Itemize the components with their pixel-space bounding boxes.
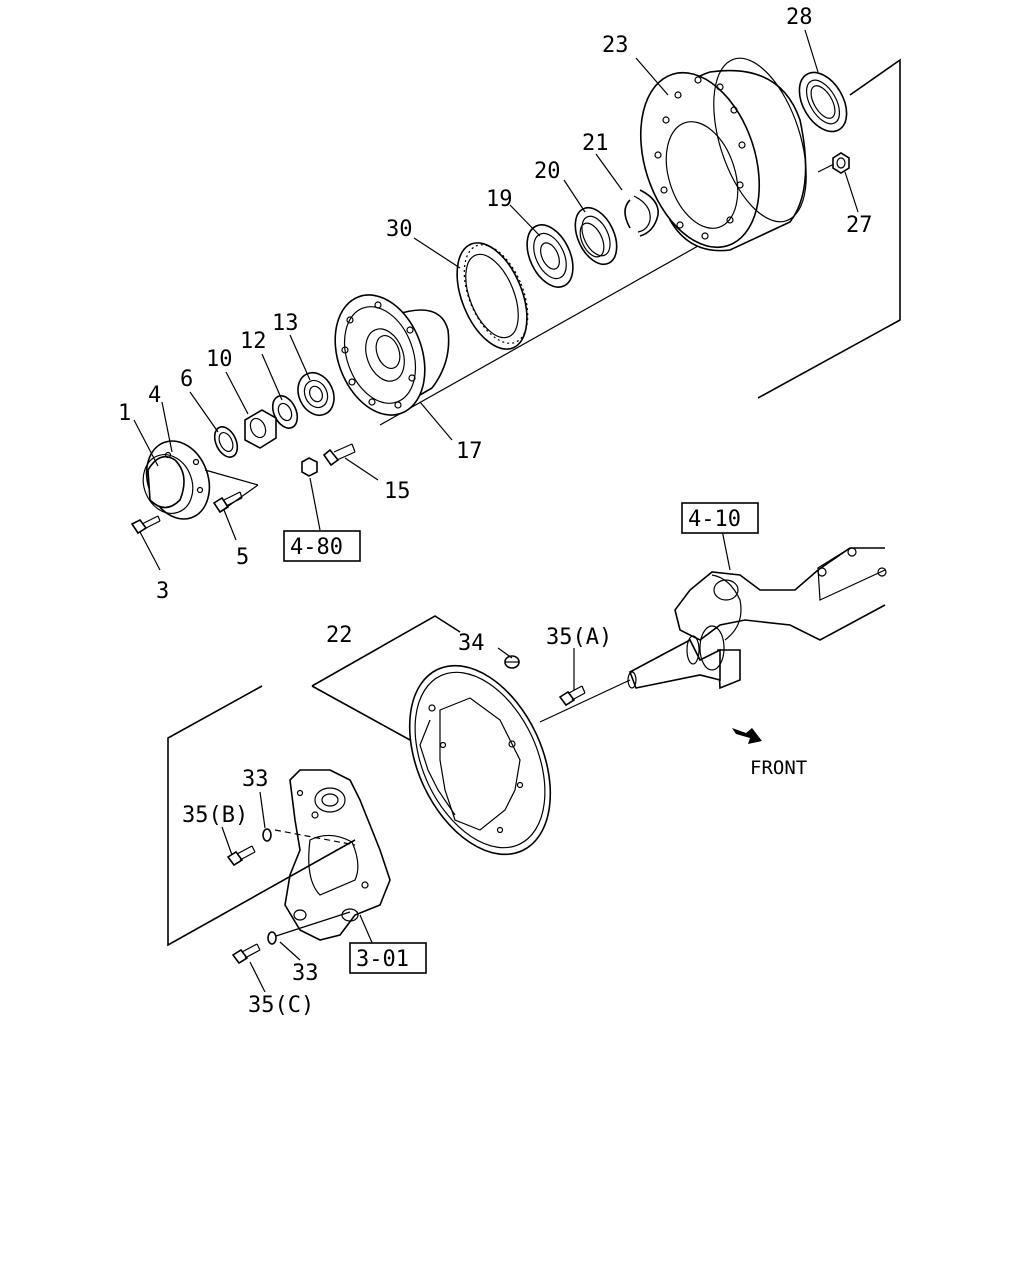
callout-28: 28 (786, 5, 813, 30)
hub-bolt-15[interactable] (322, 443, 356, 467)
bolt-35a[interactable] (558, 685, 586, 707)
callout-35b: 35(B) (182, 803, 248, 828)
callout-20: 20 (534, 159, 561, 184)
washer-33-lower[interactable] (267, 931, 277, 945)
leader-lines-bottom (221, 529, 731, 993)
ref-label-4-80: 4-80 (290, 535, 343, 560)
snap-ring-21[interactable] (624, 189, 659, 237)
callout-10: 10 (206, 347, 233, 372)
callout-30: 30 (386, 217, 413, 242)
callout-5: 5 (236, 545, 249, 570)
bolt-35b[interactable] (226, 845, 256, 867)
callout-19: 19 (486, 187, 513, 212)
callout-17: 17 (456, 439, 483, 464)
callout-4: 4 (148, 383, 161, 408)
bearing-cup-20[interactable] (567, 201, 625, 271)
bolt-line-lower (275, 911, 351, 937)
brake-group-bracket (311, 615, 461, 741)
nut-27[interactable] (832, 152, 850, 174)
hub-nut-4-80[interactable] (301, 457, 318, 477)
hub-axis-line (379, 227, 731, 426)
bearing-13[interactable] (291, 367, 340, 421)
bolt-line-upper (274, 829, 356, 846)
ref-box-4-80[interactable]: 4-80 (283, 530, 361, 562)
front-direction-label: FRONT (750, 757, 807, 779)
callout-15: 15 (384, 479, 411, 504)
bolt-35c[interactable] (231, 943, 261, 965)
ref-label-4-10: 4-10 (688, 507, 741, 532)
spindle-axis (539, 679, 631, 723)
callout-12: 12 (240, 329, 267, 354)
callout-13: 13 (272, 311, 299, 336)
roller-bearing-19[interactable] (518, 218, 582, 295)
ref-label-3-01: 3-01 (356, 947, 409, 972)
callout-27: 27 (846, 213, 873, 238)
ref-box-4-10[interactable]: 4-10 (681, 502, 759, 534)
axle-beam[interactable] (674, 547, 887, 690)
oil-seal-28[interactable] (790, 64, 857, 139)
backing-plate-22[interactable] (382, 643, 579, 877)
callout-labels: 1 4 6 10 12 13 3 5 15 17 30 19 20 21 23 … (118, 5, 873, 1018)
callout-35a: 35(A) (546, 625, 612, 650)
ref-box-3-01[interactable]: 3-01 (349, 942, 427, 974)
hub-group-bracket (757, 58, 901, 399)
callout-3: 3 (156, 579, 169, 604)
wheel-hub-17[interactable] (319, 282, 450, 427)
callout-34: 34 (458, 631, 485, 656)
callout-21: 21 (582, 131, 609, 156)
lock-nut-10[interactable] (244, 409, 277, 449)
brake-anchor-bracket[interactable] (284, 769, 391, 941)
callout-35c: 35(C) (248, 993, 314, 1018)
front-arrow-icon (732, 728, 762, 744)
bolt-3[interactable] (130, 515, 161, 535)
brake-drum-23[interactable] (620, 47, 824, 263)
callout-6: 6 (180, 367, 193, 392)
callout-1: 1 (118, 401, 131, 426)
washer-33-upper[interactable] (262, 828, 272, 842)
bearing-6[interactable] (210, 423, 242, 460)
spindle[interactable] (627, 625, 725, 689)
callout-33-upper: 33 (242, 767, 269, 792)
hub-cap-1[interactable] (135, 432, 220, 528)
bolt-5[interactable] (212, 491, 243, 514)
leader-lines-top (133, 29, 859, 571)
brake-bracket-frame (167, 685, 356, 947)
tone-ring-30[interactable] (443, 233, 541, 359)
callout-22: 22 (326, 623, 353, 648)
fitting-34[interactable] (504, 655, 520, 669)
callout-23: 23 (602, 33, 629, 58)
callout-33-lower: 33 (292, 961, 319, 986)
